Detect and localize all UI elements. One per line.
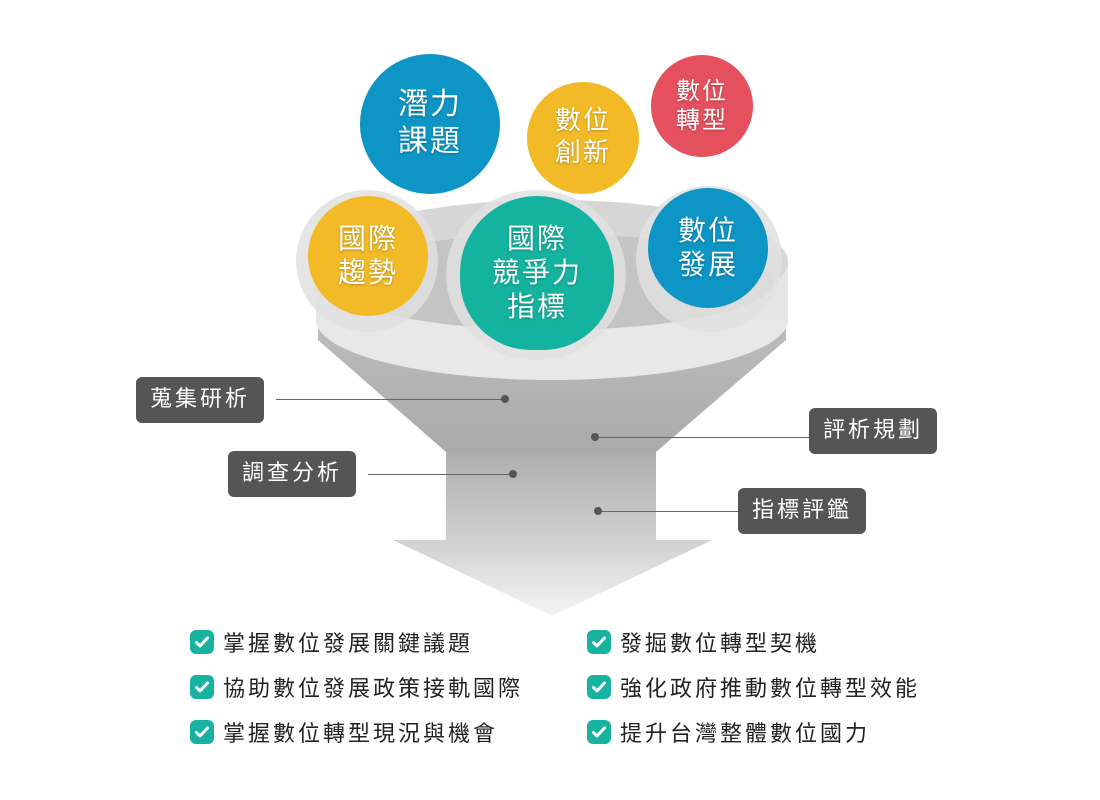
- outcome-text: 提升台灣整體數位國力: [620, 722, 871, 747]
- bubble-line: 趨勢: [337, 256, 398, 289]
- outcome-item: 強化政府推動數位轉型效能: [587, 671, 920, 703]
- anchor-dot: [591, 433, 599, 441]
- outcome-text: 強化政府推動數位轉型效能: [620, 677, 921, 702]
- bubble-digital-transformation: 數位 轉型: [651, 55, 753, 157]
- outcome-text: 發掘數位轉型契機: [620, 632, 821, 657]
- outcome-text: 掌握數位轉型現況與機會: [223, 722, 499, 747]
- outcome-text: 掌握數位發展關鍵議題: [223, 632, 474, 657]
- anchor-dot: [501, 395, 509, 403]
- bubble-line: 數位: [554, 106, 611, 137]
- bubble-line: 數位: [677, 213, 738, 247]
- anchor-dot: [594, 507, 602, 515]
- tag-evaluate-plan: 評析規劃: [809, 408, 938, 454]
- outcome-item: 掌握數位轉型現況與機會: [190, 716, 498, 748]
- bubble-line: 發展: [677, 248, 738, 281]
- bubble-line: 指標: [506, 290, 567, 324]
- bubble-line: 國際: [337, 221, 398, 255]
- check-icon: [587, 675, 611, 699]
- leader-line: [276, 399, 506, 400]
- bubble-line: 數位: [676, 76, 728, 105]
- bubble-line: 國際: [506, 221, 567, 255]
- bubble-line: 潛力: [398, 87, 462, 123]
- outcome-item: 發掘數位轉型契機: [587, 626, 820, 658]
- check-icon: [190, 630, 214, 654]
- bubble-line: 創新: [554, 138, 611, 168]
- bubble-line: 轉型: [676, 106, 728, 134]
- leader-line: [368, 474, 514, 475]
- funnel-arrow: [393, 440, 712, 616]
- leader-line: [598, 437, 810, 438]
- bubble-international-trends: 國際 趨勢: [308, 196, 428, 316]
- bubble-line: 競爭力: [491, 255, 582, 289]
- outcome-item: 提升台灣整體數位國力: [587, 716, 870, 748]
- check-icon: [587, 720, 611, 744]
- check-icon: [190, 675, 214, 699]
- outcome-text: 協助數位發展政策接軌國際: [223, 677, 524, 702]
- leader-line: [600, 511, 740, 512]
- bubble-digital-innovation: 數位 創新: [527, 82, 639, 194]
- bubble-potential-issues: 潛力 課題: [360, 54, 500, 194]
- anchor-dot: [509, 470, 517, 478]
- check-icon: [190, 720, 214, 744]
- tag-collect-research: 蒐集研析: [136, 377, 265, 423]
- tag-survey-analysis: 調查分析: [228, 451, 357, 497]
- bubble-digital-development: 數位 發展: [648, 188, 768, 308]
- check-icon: [587, 630, 611, 654]
- outcome-item: 協助數位發展政策接軌國際: [190, 671, 523, 703]
- outcome-item: 掌握數位發展關鍵議題: [190, 626, 473, 658]
- tag-index-evaluation: 指標評鑑: [738, 488, 867, 534]
- bubble-line: 課題: [398, 124, 462, 159]
- bubble-intl-competitiveness-index: 國際 競爭力 指標: [460, 196, 614, 350]
